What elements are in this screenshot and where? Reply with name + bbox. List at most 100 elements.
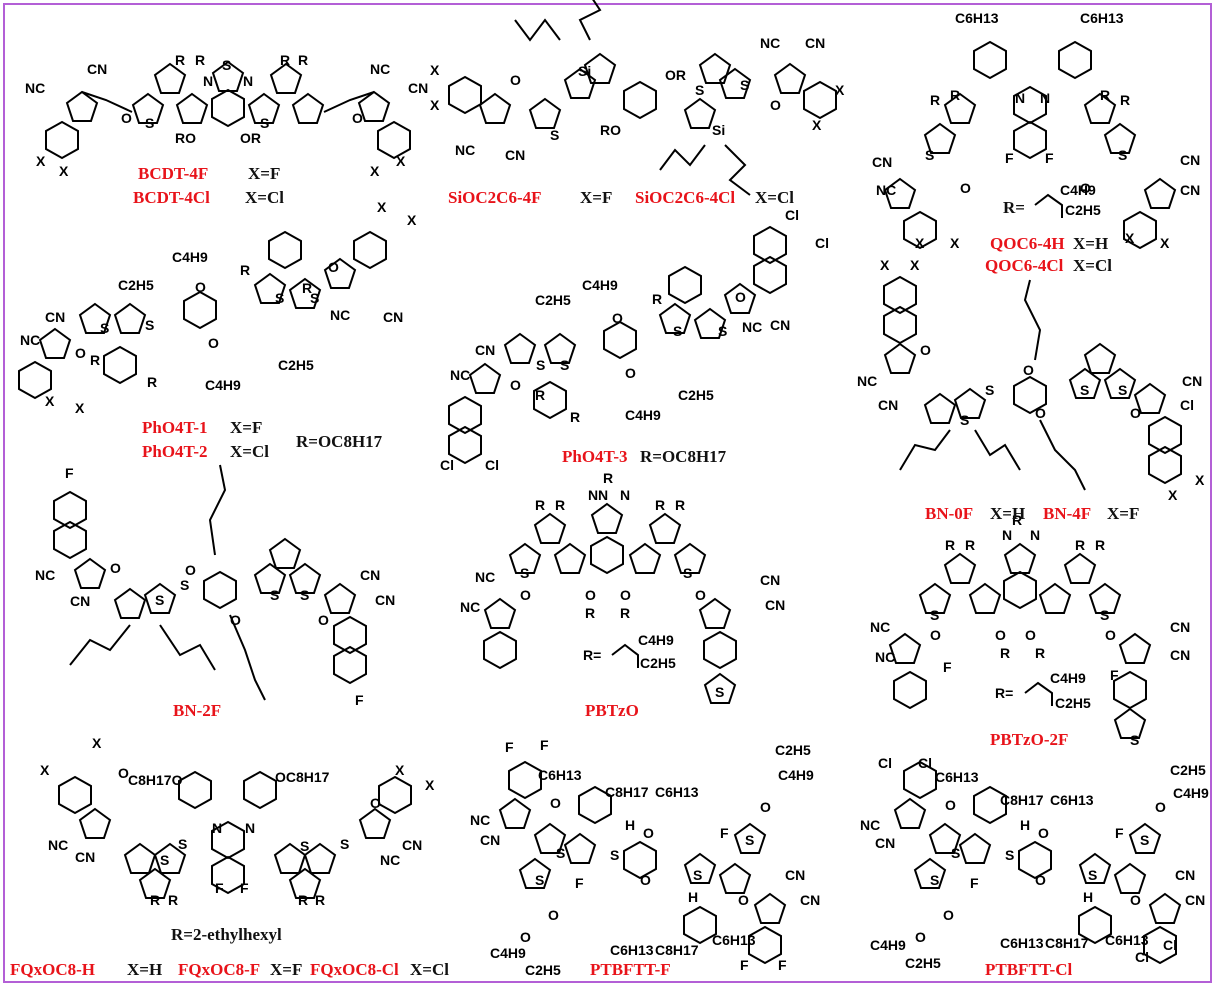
atom-label: N (245, 820, 255, 836)
ptbfttf-structure: F F C6H13 C8H17 C6H13 C2H5 C4H9 NC CN O … (470, 737, 820, 978)
atom-label: O (510, 72, 521, 88)
atom-label: R (175, 52, 185, 68)
molecule-name: BN-4F (1043, 504, 1092, 523)
atom-label: S (270, 587, 279, 603)
atom-label: S (930, 607, 939, 623)
atom-label: S (100, 320, 109, 336)
atom-label: X (1195, 472, 1205, 488)
r-definition: R= (1003, 198, 1025, 217)
atom-label: C2H5 (775, 742, 811, 758)
atom-label: N (1040, 90, 1050, 106)
atom-label: R (1012, 512, 1022, 528)
atom-label: X (835, 82, 845, 98)
atom-label: S (536, 357, 545, 373)
atom-label: C6H13 (712, 932, 756, 948)
atom-label: O (208, 335, 219, 351)
molecule-name: PhO4T-2 (142, 442, 208, 461)
atom-label: S (145, 317, 154, 333)
atom-label: S (310, 290, 319, 306)
atom-label: H (1020, 817, 1030, 833)
pbtzo2f-structure: R N N R R R R S S O O R R NC NC O F O CN… (870, 512, 1190, 748)
atom-label: CN (760, 572, 780, 588)
atom-label: CN (1180, 182, 1200, 198)
atom-label: F (720, 825, 729, 841)
atom-label: F (575, 875, 584, 891)
atom-label: S (1088, 867, 1097, 883)
pbtzo-structure: R N N N R R R R S S O O R R NC NC O O CN… (460, 470, 785, 704)
atom-label: O (585, 587, 596, 603)
atom-label: CN (360, 567, 380, 583)
atom-label: CN (805, 35, 825, 51)
atom-label: C6H13 (538, 767, 582, 783)
atom-label: S (535, 872, 544, 888)
atom-label: Cl (1180, 397, 1194, 413)
substituent-label: X=Cl (755, 188, 794, 207)
atom-label: C4H9 (1050, 670, 1086, 686)
atom-label: O (1105, 627, 1116, 643)
atom-label: R (240, 262, 250, 278)
atom-label: R (90, 352, 100, 368)
molecule-name: SiOC2C6-4F (448, 188, 542, 207)
atom-label: X (407, 212, 417, 228)
atom-label: O (1035, 872, 1046, 888)
atom-label: O (1155, 799, 1166, 815)
molecule-name: BN-0F (925, 504, 974, 523)
atom-label: CN (87, 61, 107, 77)
molecule-name: PTBFTT-Cl (985, 960, 1073, 979)
atom-label: X (377, 199, 387, 215)
atom-label: C4H9 (1173, 785, 1209, 801)
atom-label: O (118, 765, 129, 781)
atom-label: S (260, 115, 269, 131)
molecule-name: SiOC2C6-4Cl (635, 188, 736, 207)
atom-label: NC (460, 599, 480, 615)
fqx-structure: C8H17O OC8H17 X X O NC CN N N S S F F R … (40, 735, 435, 908)
atom-label: C4H9 (172, 249, 208, 265)
molecule-name: BCDT-4F (138, 164, 209, 183)
molecule-name: PhO4T-3 (562, 447, 628, 466)
atom-label: O (550, 795, 561, 811)
atom-label: F (1115, 825, 1124, 841)
atom-label: CN (872, 154, 892, 170)
atom-label: CN (408, 80, 428, 96)
qoc-structure: C6H13 C6H13 N N R R R R F F S S NC CN O … (872, 10, 1200, 251)
substituent-label: X=Cl (410, 960, 449, 979)
atom-label: R (620, 605, 630, 621)
pho4t12-structure: NC CN O X X S S R R C2H5 C4H9 O O C4H9 C… (18, 199, 417, 416)
substituent-label: X=H (990, 504, 1026, 523)
atom-label: R (1095, 537, 1105, 553)
atom-label: O (110, 560, 121, 576)
atom-label: S (925, 147, 934, 163)
atom-label: Cl (1163, 937, 1177, 953)
atom-label: NC (370, 61, 390, 77)
molecule-name: FQxOC8-H (10, 960, 95, 979)
molecule-name: FQxOC8-F (178, 960, 261, 979)
atom-label: X (812, 117, 822, 133)
atom-label: NC (455, 142, 475, 158)
atom-label: N (588, 487, 598, 503)
atom-label: O (520, 587, 531, 603)
molecule-name: FQxOC8-Cl (310, 960, 399, 979)
atom-label: S (930, 872, 939, 888)
bn-structure: X X NC CN O S S O O S S O CN Cl X X (857, 257, 1205, 503)
atom-label: N (203, 73, 213, 89)
atom-label: O (1080, 180, 1091, 196)
atom-label: R (315, 892, 325, 908)
atom-label: CN (45, 309, 65, 325)
atom-label: O (643, 825, 654, 841)
atom-label: O (1130, 892, 1141, 908)
atom-label: R (950, 87, 960, 103)
atom-label: S (1080, 382, 1089, 398)
atom-label: NC (450, 367, 470, 383)
atom-label: X (1125, 230, 1135, 246)
atom-label: F (740, 957, 749, 973)
atom-label: C6H13 (1050, 792, 1094, 808)
atom-label: F (778, 957, 787, 973)
atom-label: CN (800, 892, 820, 908)
atom-label: X (950, 235, 960, 251)
atom-label: R (570, 409, 580, 425)
atom-label: S (1118, 382, 1127, 398)
atom-label: O (945, 797, 956, 813)
atom-label: NC (760, 35, 780, 51)
atom-label: R (1100, 87, 1110, 103)
